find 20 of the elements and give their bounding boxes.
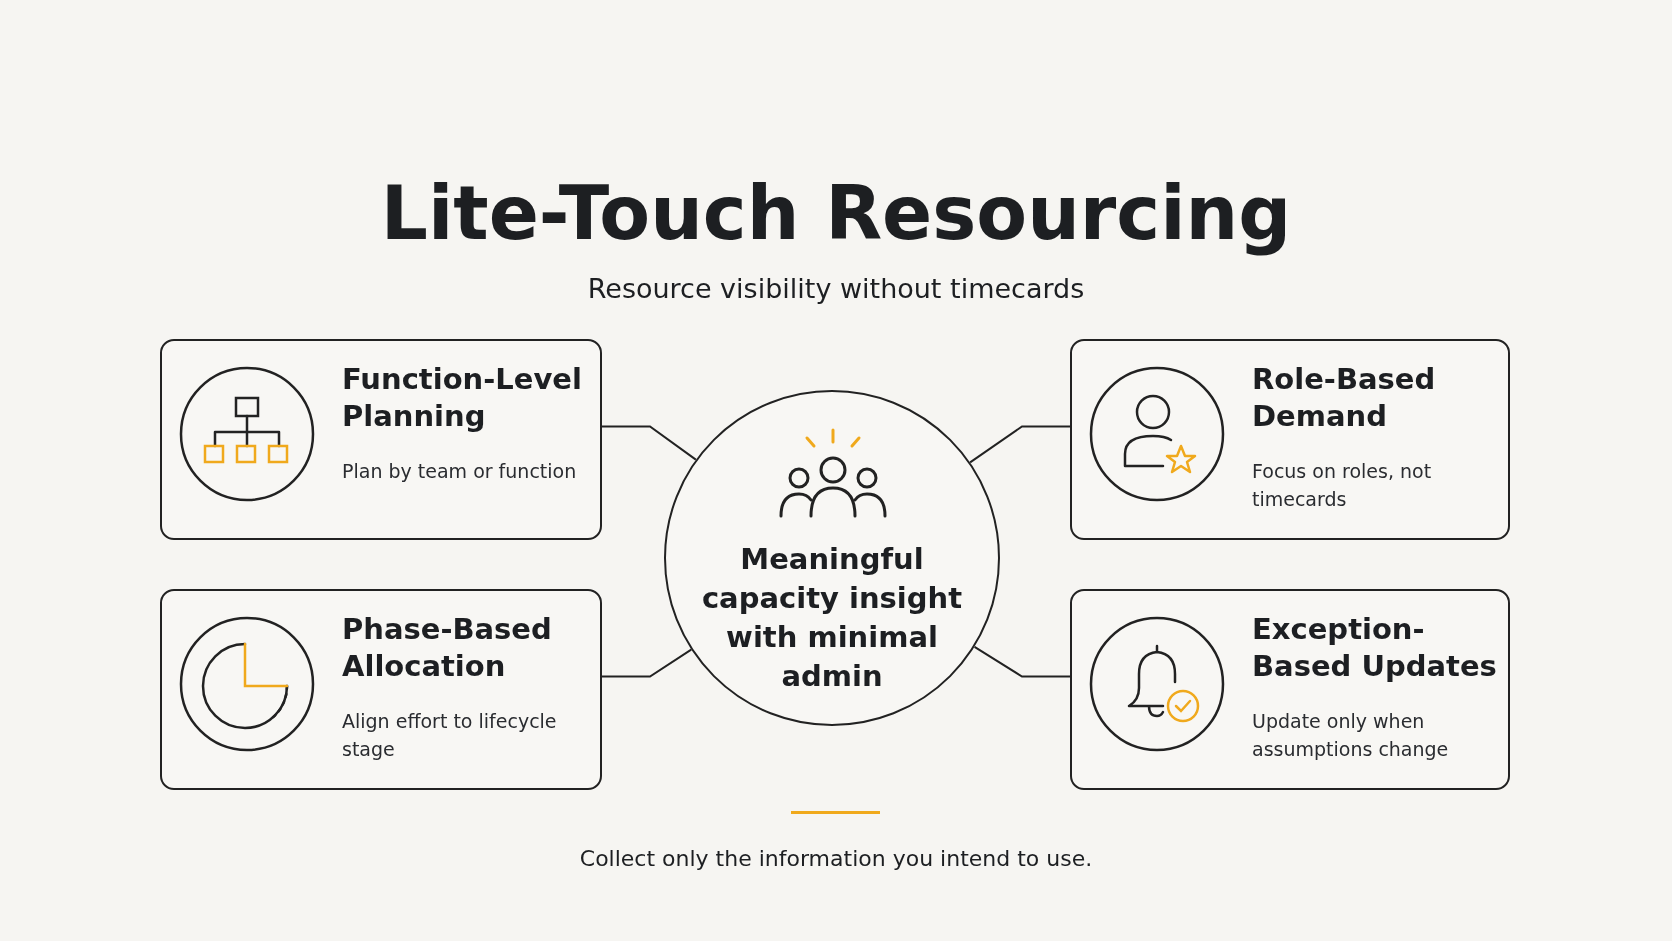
card-heading: Exception-Based Updates — [1252, 611, 1498, 685]
connector-line — [601, 648, 693, 678]
center-text: Meaningful capacity insight with minimal admin — [700, 541, 964, 695]
card-description: Align effort to lifecycle stage — [342, 709, 558, 762]
connector-line — [601, 425, 697, 461]
connector-line — [973, 645, 1071, 678]
card-description: Focus on roles, not timecards — [1252, 459, 1433, 512]
feature-card — [160, 589, 602, 790]
card-description: Plan by team or function — [342, 459, 578, 484]
title: Lite-Touch Resourcing — [379, 169, 1293, 258]
connector-line — [969, 425, 1071, 464]
subtitle: Resource visibility without timecards — [586, 273, 1086, 304]
card-heading: Function-Level Planning — [342, 361, 583, 435]
card-description: Update only when assumptions change — [1252, 709, 1450, 762]
feature-card — [1070, 589, 1510, 790]
card-heading: Phase-Based Allocation — [342, 611, 553, 685]
card-heading: Role-Based Demand — [1252, 361, 1437, 435]
caption: Collect only the information you intend to use. — [578, 846, 1094, 871]
feature-card — [1070, 339, 1510, 540]
feature-card — [160, 339, 602, 540]
